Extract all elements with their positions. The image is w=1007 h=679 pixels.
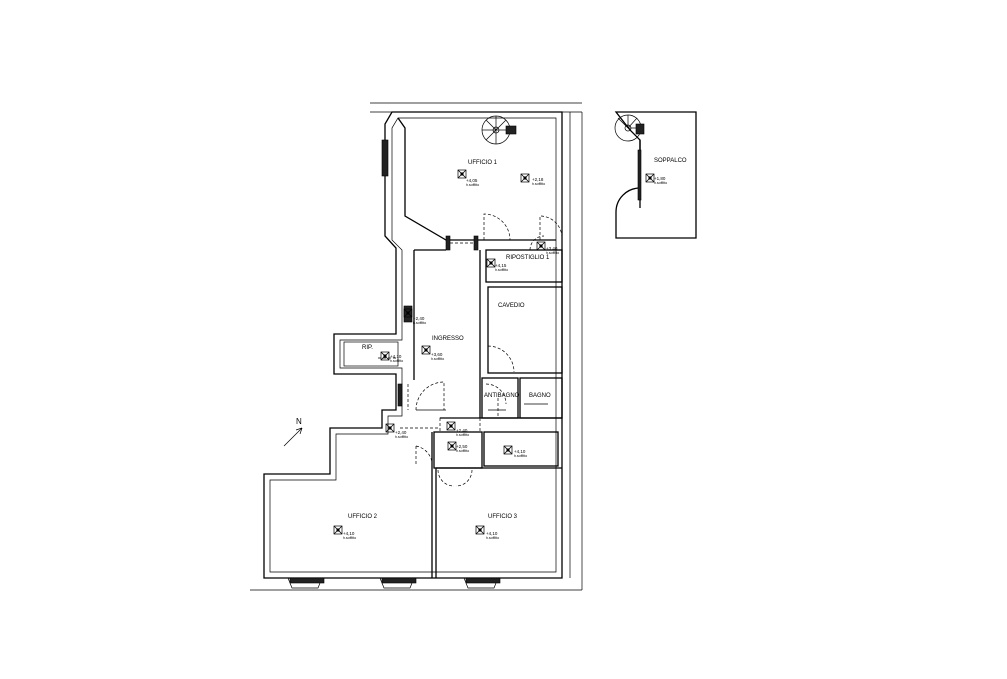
svg-text:h.soffitto: h.soffitto <box>495 268 508 272</box>
spiral-stair-1 <box>481 115 517 145</box>
light-fixture-icon <box>380 351 390 361</box>
north-arrow: N <box>283 417 303 447</box>
light-fixture-icon <box>446 421 456 431</box>
svg-text:h.soffitto: h.soffitto <box>546 251 559 255</box>
room-label-bagno: BAGNO <box>529 393 551 399</box>
window-ufficio-1 <box>381 139 389 177</box>
light-fixture-icon <box>421 345 431 355</box>
light-fixture-icon <box>503 445 513 455</box>
room-rip <box>343 341 399 367</box>
north-label: N <box>296 417 302 426</box>
light-fixture-icon <box>447 441 457 451</box>
svg-text:+4,10: +4,10 <box>486 531 498 536</box>
light-fixture-icon <box>645 173 655 183</box>
svg-text:+4,10: +4,10 <box>390 354 402 359</box>
svg-text:h.soffitto: h.soffitto <box>343 536 356 540</box>
svg-text:h.soffitto: h.soffitto <box>456 433 469 437</box>
room-locale <box>483 431 559 467</box>
svg-text:h.soffitto: h.soffitto <box>413 321 426 325</box>
svg-text:+2,40: +2,40 <box>395 430 407 435</box>
light-fixture-icon <box>475 525 485 535</box>
room-label-soppalco: SOPPALCO <box>654 158 687 164</box>
svg-text:+4,05: +4,05 <box>466 178 478 183</box>
svg-text:+4,10: +4,10 <box>514 449 526 454</box>
svg-text:h.soffitto: h.soffitto <box>486 536 499 540</box>
light-fixture-icon <box>333 525 343 535</box>
bottom-windows <box>287 577 501 589</box>
svg-text:+2,40: +2,40 <box>413 316 425 321</box>
room-label-cavedio: CAVEDIO <box>498 303 525 309</box>
svg-text:+4,10: +4,10 <box>343 531 355 536</box>
room-label-rip: RIP. <box>362 345 373 351</box>
light-fixture-icon <box>536 241 546 251</box>
svg-text:+4,15: +4,15 <box>495 263 507 268</box>
room-label-antibagno: ANTIBAGNO <box>484 393 520 399</box>
room-label-ufficio-1: UFFICIO 1 <box>468 160 498 166</box>
light-fixture-icon <box>457 169 467 179</box>
room-label-ingresso: INGRESSO <box>432 336 464 342</box>
svg-text:+1,80: +1,80 <box>654 176 666 181</box>
light-fixture-icon <box>385 423 395 433</box>
svg-text:h.soffitto: h.soffitto <box>532 182 545 186</box>
svg-text:+2,18: +2,18 <box>532 177 544 182</box>
room-label-ripostiglio-1: RIPOSTIGLIO 1 <box>506 255 550 261</box>
svg-text:h.soffitto: h.soffitto <box>390 359 403 363</box>
room-ripostiglio-1 <box>485 249 563 283</box>
room-cavedio <box>487 286 563 374</box>
svg-text:h.soffitto: h.soffitto <box>514 454 527 458</box>
svg-text:+3,60: +3,60 <box>431 352 443 357</box>
light-fixture-icon <box>486 258 496 268</box>
svg-text:h.soffitto: h.soffitto <box>456 449 469 453</box>
light-fixture-icon <box>520 173 530 183</box>
svg-text:+2,40: +2,40 <box>456 428 468 433</box>
room-label-ufficio-3: UFFICIO 3 <box>488 514 518 520</box>
svg-text:h.soffitto: h.soffitto <box>395 435 408 439</box>
svg-text:+2,50: +2,50 <box>456 444 468 449</box>
svg-text:h.soffitto: h.soffitto <box>431 357 444 361</box>
outer-wall <box>263 111 563 579</box>
svg-text:h.soffitto: h.soffitto <box>466 183 479 187</box>
room-label-ufficio-2: UFFICIO 2 <box>348 514 378 520</box>
soppalco-plan <box>614 111 697 239</box>
svg-text:+3,40: +3,40 <box>546 246 558 251</box>
svg-text:h.soffitto: h.soffitto <box>654 181 667 185</box>
